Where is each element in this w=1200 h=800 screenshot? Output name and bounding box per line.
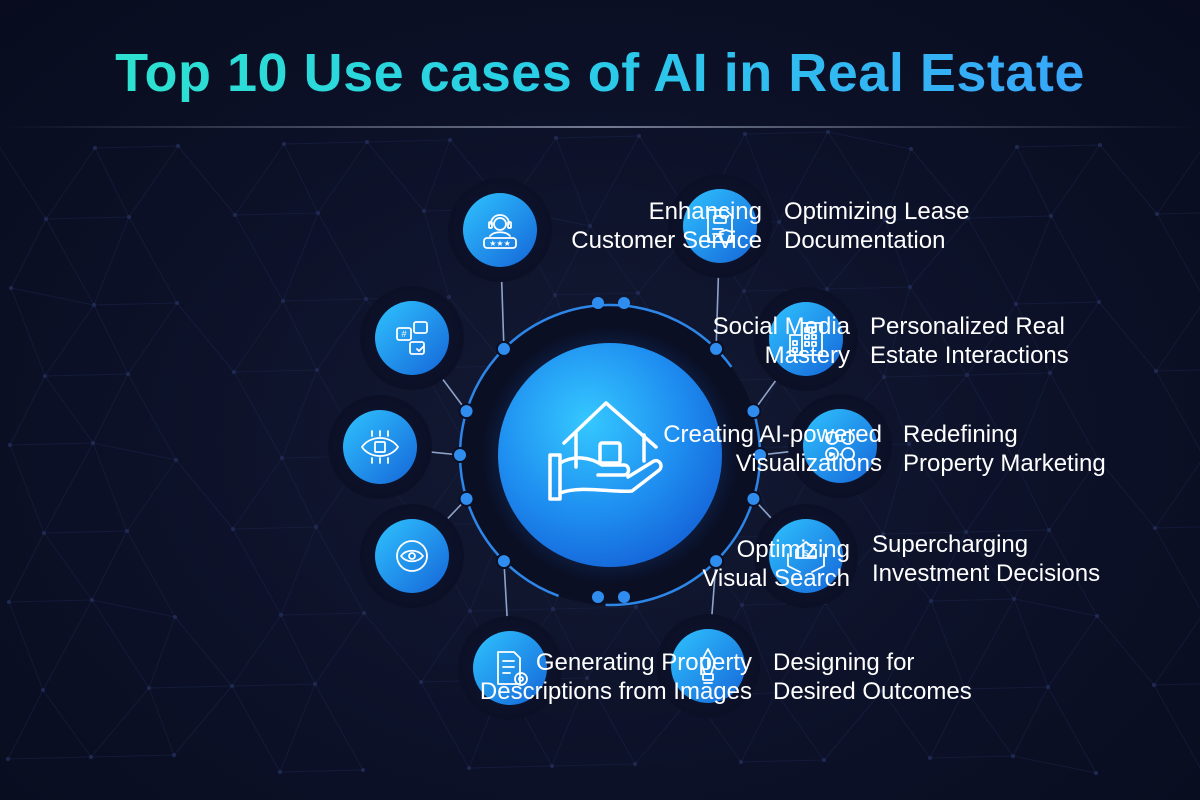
- connector-line: [715, 265, 720, 349]
- visual-target-icon: [396, 540, 428, 572]
- ring-connector-dot: [495, 340, 512, 357]
- use-case-node: #: [360, 286, 464, 390]
- social-chat-icon: #: [396, 321, 428, 355]
- ring-accent-dot: [618, 297, 630, 309]
- use-case-node: [360, 504, 464, 608]
- node-circle: [343, 410, 417, 484]
- hub-circle: [498, 343, 722, 567]
- use-case-label-line: Generating Property: [535, 649, 752, 676]
- node-circle: [683, 189, 757, 263]
- use-case-node: [656, 614, 760, 718]
- use-case-label-line: Descriptions from Images: [479, 678, 752, 705]
- use-case-label-line: Property Marketing: [903, 450, 1106, 477]
- use-case-nodes: ★★★ # $: [328, 174, 892, 720]
- use-case-label-line: Creating AI-powered: [663, 421, 882, 448]
- use-case-label-line: Social Media: [712, 313, 850, 340]
- node-circle: [473, 631, 547, 705]
- ring-connector-dot: [452, 447, 468, 463]
- use-case-label-line: Visualizations: [735, 450, 882, 477]
- house-in-hand-icon: [548, 401, 663, 501]
- use-case-node: [668, 174, 772, 278]
- investment-hands-icon: $: [787, 541, 825, 573]
- node-circle: [375, 301, 449, 375]
- svg-text:$: $: [804, 549, 809, 558]
- use-case-label-line: Investment Decisions: [872, 560, 1101, 587]
- use-case-label-line: Mastery: [764, 342, 850, 369]
- page-title: Top 10 Use cases of AI in Real Estate: [0, 42, 1200, 104]
- marketing-channels-icon: [825, 431, 855, 461]
- svg-text:★★★: ★★★: [489, 239, 511, 248]
- buildings-icon: [789, 322, 823, 356]
- use-case-node: [754, 287, 858, 391]
- use-case-label-line: Supercharging: [872, 531, 1029, 558]
- ring-accent-dot: [592, 591, 604, 603]
- ring-connector-dot: [745, 490, 762, 507]
- use-case-node: [788, 394, 892, 498]
- use-case-label-line: Enhancing: [648, 198, 762, 225]
- use-case-label-line: Designing for: [773, 649, 915, 676]
- document-gear-icon: [497, 651, 528, 686]
- use-case-node: [328, 395, 432, 499]
- ring-connector-dot: [458, 490, 475, 507]
- use-case-label-line: Optimizing Lease: [784, 198, 970, 225]
- ring-connector-dot: [495, 553, 512, 570]
- use-case-label-line: Optimizing: [736, 536, 850, 563]
- use-case-label-line: Estate Interactions: [870, 342, 1069, 369]
- design-pen-icon: [700, 648, 716, 684]
- svg-text:#: #: [401, 329, 406, 339]
- ring-accent-dot: [592, 297, 604, 309]
- connector-line: [500, 269, 505, 349]
- connectors: [419, 265, 801, 629]
- lease-document-icon: [707, 209, 733, 244]
- use-case-label-line: Desired Outcomes: [773, 678, 972, 705]
- use-case-label-line: Personalized Real: [870, 313, 1065, 340]
- ai-eye-icon: [361, 430, 399, 464]
- use-case-node: $: [754, 504, 858, 608]
- title-divider: [0, 126, 1200, 128]
- use-case-label-line: Documentation: [784, 227, 946, 254]
- use-case-label-line: Customer Service: [571, 227, 762, 254]
- use-case-label-line: Visual Search: [702, 565, 850, 592]
- ring-connector-dot: [752, 447, 768, 463]
- use-case-node: ★★★: [448, 178, 552, 282]
- node-circle: [769, 519, 843, 593]
- ring-connector-dot: [458, 403, 475, 420]
- ring-connector-dot: [708, 553, 725, 570]
- center-hub: [458, 303, 762, 607]
- ring-connector-dot: [745, 403, 762, 420]
- ring-connector-dot: [708, 340, 725, 357]
- ring-accent-dot: [618, 591, 630, 603]
- node-circle: [803, 409, 877, 483]
- customer-support-icon: ★★★: [483, 214, 517, 249]
- use-case-label-line: Redefining: [903, 421, 1018, 448]
- use-case-node: [458, 616, 562, 720]
- node-circle: [375, 519, 449, 593]
